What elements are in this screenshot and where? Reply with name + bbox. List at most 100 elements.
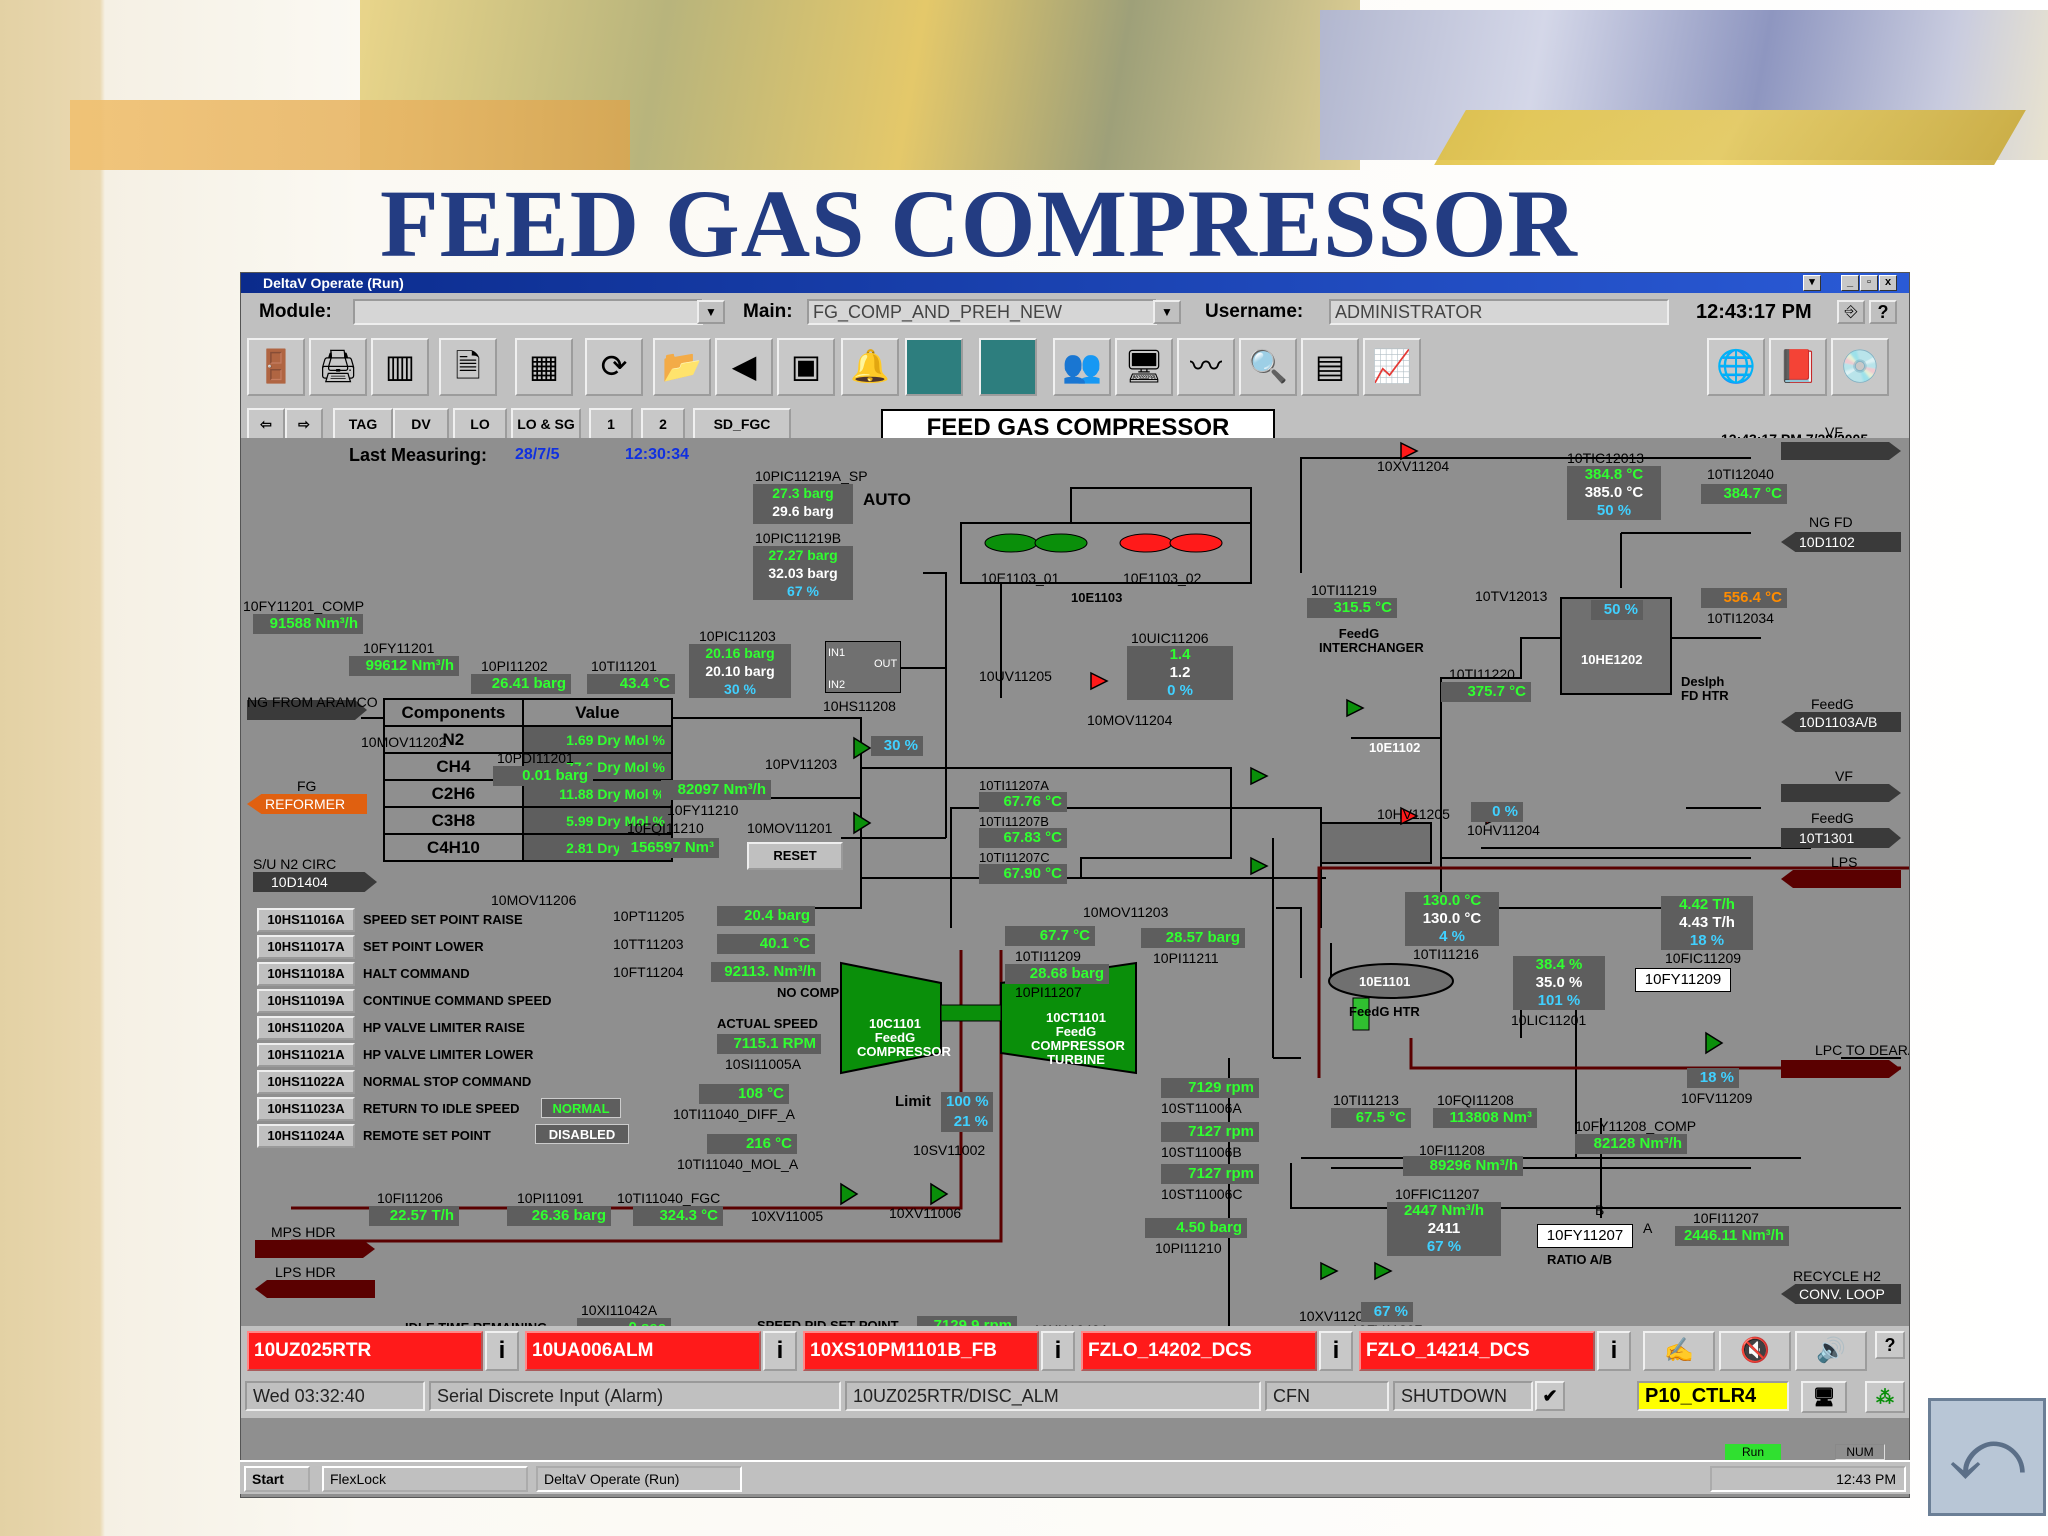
mov11203-tag[interactable]: 10MOV11203 [1083,904,1169,920]
fy11201comp-value[interactable]: 91588 Nm³/h [253,614,363,634]
ft11204-value[interactable]: 92113. Nm³/h [711,962,821,982]
st11006a-value[interactable]: 7129 rpm [1161,1078,1259,1098]
nav-back-icon[interactable]: ⇦ [247,408,285,440]
taskbar-deltav[interactable]: DeltaV Operate (Run) [536,1466,742,1492]
login-icon[interactable]: ⎆ [1837,300,1865,324]
ti11207c-value[interactable]: 67.90 °C [979,864,1067,884]
xv11006-tag[interactable]: 10XV11006 [889,1205,962,1221]
nav-forward-icon[interactable]: ⇨ [285,408,323,440]
module-dropdown-icon[interactable]: ▼ [697,300,725,324]
hs11024a-button[interactable]: 10HS11024A [257,1124,355,1148]
window-menu-button[interactable]: ▾ [1803,275,1821,291]
uv11205-tag[interactable]: 10UV11205 [979,668,1052,684]
exit-icon[interactable]: 🚪 [247,338,305,396]
hs11016a-button[interactable]: 10HS11016A [257,908,355,932]
ti12040-value[interactable]: 384.7 °C [1701,484,1787,504]
print-icon[interactable]: 🖨 [309,338,367,396]
xv11005-tag[interactable]: 10XV11005 [751,1208,824,1224]
search-icon[interactable]: 🔍 [1239,338,1297,396]
hs11208-selector[interactable]: IN1 IN2 OUT [825,641,901,693]
hs11023a-button[interactable]: 10HS11023A [257,1097,355,1121]
report-icon[interactable]: 🗎 [439,338,497,396]
trend-icon[interactable]: 〰 [1177,338,1235,396]
fy11208comp-value[interactable]: 82128 Nm³/h [1575,1134,1687,1154]
actual-speed-value[interactable]: 7115.1 RPM [717,1034,821,1054]
displays-icon[interactable]: ▦ [515,338,573,396]
alarm-1[interactable]: 10UZ025RTR [247,1331,483,1371]
pt11205-value[interactable]: 20.4 barg [717,906,815,926]
pi11091-value[interactable]: 26.36 barg [507,1206,611,1226]
mov11202-tag[interactable]: 10MOV11202 [361,734,447,750]
ti11219-value[interactable]: 315.5 °C [1307,598,1397,618]
trend-1-icon[interactable]: 1 [589,408,633,440]
st11006c-value[interactable]: 7127 rpm [1161,1164,1259,1184]
ti11201-value[interactable]: 43.4 °C [587,674,675,694]
bars-icon[interactable]: ▥ [371,338,429,396]
fv11209-value[interactable]: 18 % [1687,1068,1739,1088]
alarm-help-button[interactable]: ? [1875,1331,1905,1359]
diagnostics-icon[interactable]: 🖥 [1115,338,1173,396]
ti11209-value[interactable]: 67.7 °C [1005,926,1095,946]
taskbar-flexlock[interactable]: FlexLock [322,1466,528,1492]
return-arrow-icon[interactable]: ⤺ [1928,1398,2046,1516]
chart-report-icon[interactable]: 📈 [1363,338,1421,396]
fy11210-value[interactable]: 82097 Nm³/h [661,780,771,800]
help-button[interactable]: ? [1869,300,1897,324]
mov11206-tag[interactable]: 10MOV11206 [491,892,577,908]
fy11207-block[interactable]: 10FY11207 [1537,1224,1633,1248]
ti11213-value[interactable]: 67.5 °C [1331,1108,1411,1128]
ti11207b-value[interactable]: 67.83 °C [979,828,1067,848]
hv11205-tag[interactable]: 10HV11205 [1377,806,1450,822]
start-button[interactable]: Start [244,1466,310,1492]
users-icon[interactable]: 👥 [1053,338,1111,396]
pv11203-value[interactable]: 30 % [871,736,923,756]
ti11220-value[interactable]: 375.7 °C [1441,682,1531,702]
horn-icon[interactable]: 🔊 [1795,1331,1867,1371]
alarm-suppress-icon[interactable] [979,338,1037,396]
minimize-button[interactable]: _ [1841,275,1859,291]
ti11040-mol-value[interactable]: 216 °C [707,1134,797,1154]
ti11040-diff-value[interactable]: 108 °C [699,1084,789,1104]
fv11207-value[interactable]: 67 % [1361,1302,1413,1322]
lic11201-block[interactable]: 38.4 %35.0 %101 % [1513,956,1605,1010]
main-field[interactable]: FG_COMP_AND_PREH_NEW [807,299,1157,325]
hs11019a-button[interactable]: 10HS11019A [257,989,355,1013]
hs11021a-button[interactable]: 10HS11021A [257,1043,355,1067]
fi11206-value[interactable]: 22.57 T/h [369,1206,459,1226]
maximize-button[interactable]: ▫ [1860,275,1878,291]
component-value[interactable]: 1.69 Dry Mol % [521,725,674,754]
time-globe-icon[interactable]: 🌐 [1707,338,1765,396]
module-field[interactable] [353,299,703,325]
alarm-acknowledge-icon[interactable]: ✍ [1643,1331,1715,1371]
pi11202-value[interactable]: 26.41 barg [471,674,571,694]
alarm-1-info-icon[interactable]: i [485,1331,519,1371]
hs11020a-button[interactable]: 10HS11020A [257,1016,355,1040]
workstation-icon[interactable]: 🖥 [1801,1381,1847,1413]
nav-lo-button[interactable]: LO [453,408,507,440]
fi11207-value[interactable]: 2446.11 Nm³/h [1675,1226,1789,1246]
ti12034-value[interactable]: 556.4 °C [1701,588,1787,608]
open-folder-icon[interactable]: 📂 [653,338,711,396]
fy11201-value[interactable]: 99612 Nm³/h [349,656,459,676]
alarm-2-info-icon[interactable]: i [763,1331,797,1371]
fqi11210-value[interactable]: 156597 Nm³ [619,838,719,858]
nav-sd-fgc-button[interactable]: SD_FGC [693,408,791,440]
ti11207a-value[interactable]: 67.76 °C [979,792,1067,812]
pdi11201-value[interactable]: 0.01 barg [493,766,593,786]
main-dropdown-icon[interactable]: ▼ [1153,300,1181,324]
checkmark-icon[interactable]: ✔ [1535,1381,1565,1411]
hs11017a-button[interactable]: 10HS11017A [257,935,355,959]
mov11204-tag[interactable]: 10MOV11204 [1087,712,1173,728]
limit-value-1[interactable]: 100 % [941,1092,993,1112]
hs11022a-button[interactable]: 10HS11022A [257,1070,355,1094]
tt11203-value[interactable]: 40.1 °C [717,934,815,954]
alarm-3[interactable]: 10XS10PM1101B_FB [803,1331,1039,1371]
component-value[interactable]: 5.99 Dry Mol % [521,806,674,835]
